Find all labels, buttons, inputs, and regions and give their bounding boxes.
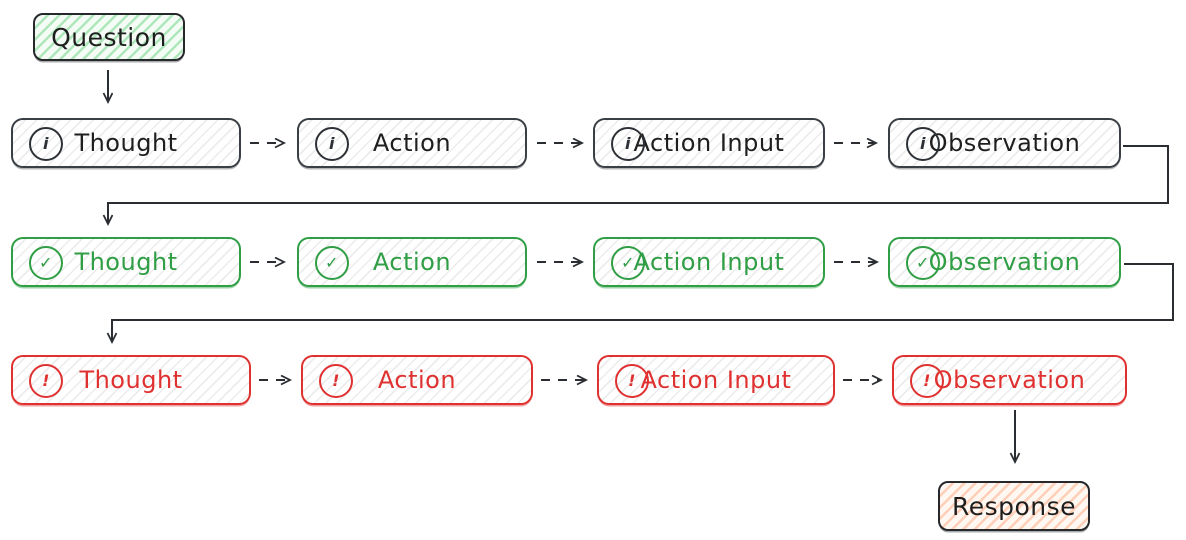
step-thought-3: ! Thought: [11, 355, 251, 405]
step-action-3: ! Action: [301, 355, 533, 405]
check-icon: ✓: [315, 246, 349, 280]
check-icon: ✓: [611, 246, 645, 280]
step-action-input-1: i Action Input: [593, 118, 825, 168]
step-observation-1: i Observation: [888, 118, 1121, 168]
question-label: Question: [51, 22, 167, 52]
step-label: Action: [372, 248, 452, 276]
step-action-1: i Action: [297, 118, 527, 168]
step-action-input-3: ! Action Input: [597, 355, 835, 405]
step-label: Action Input: [633, 248, 785, 276]
info-icon: i: [29, 127, 63, 161]
step-label: Thought: [79, 366, 183, 394]
response-label: Response: [951, 491, 1077, 521]
step-thought-2: ✓ Thought: [11, 237, 241, 287]
response-node: Response: [938, 481, 1090, 531]
step-label: Thought: [74, 248, 178, 276]
info-icon: i: [906, 127, 940, 161]
step-observation-3: ! Observation: [892, 355, 1127, 405]
info-icon: i: [611, 127, 645, 161]
alert-icon: !: [29, 364, 63, 398]
step-label: Action: [372, 129, 452, 157]
step-thought-1: i Thought: [11, 118, 241, 168]
alert-icon: !: [910, 364, 944, 398]
step-label: Observation: [928, 248, 1081, 276]
check-icon: ✓: [29, 246, 63, 280]
alert-icon: !: [319, 364, 353, 398]
info-icon: i: [315, 127, 349, 161]
step-label: Action Input: [640, 366, 792, 394]
step-label: Observation: [928, 129, 1081, 157]
step-label: Thought: [74, 129, 178, 157]
step-action-input-2: ✓ Action Input: [593, 237, 825, 287]
check-icon: ✓: [906, 246, 940, 280]
step-observation-2: ✓ Observation: [888, 237, 1121, 287]
step-label: Observation: [933, 366, 1086, 394]
step-label: Action: [377, 366, 457, 394]
alert-icon: !: [615, 364, 649, 398]
question-node: Question: [33, 13, 185, 61]
step-action-2: ✓ Action: [297, 237, 527, 287]
step-label: Action Input: [633, 129, 785, 157]
